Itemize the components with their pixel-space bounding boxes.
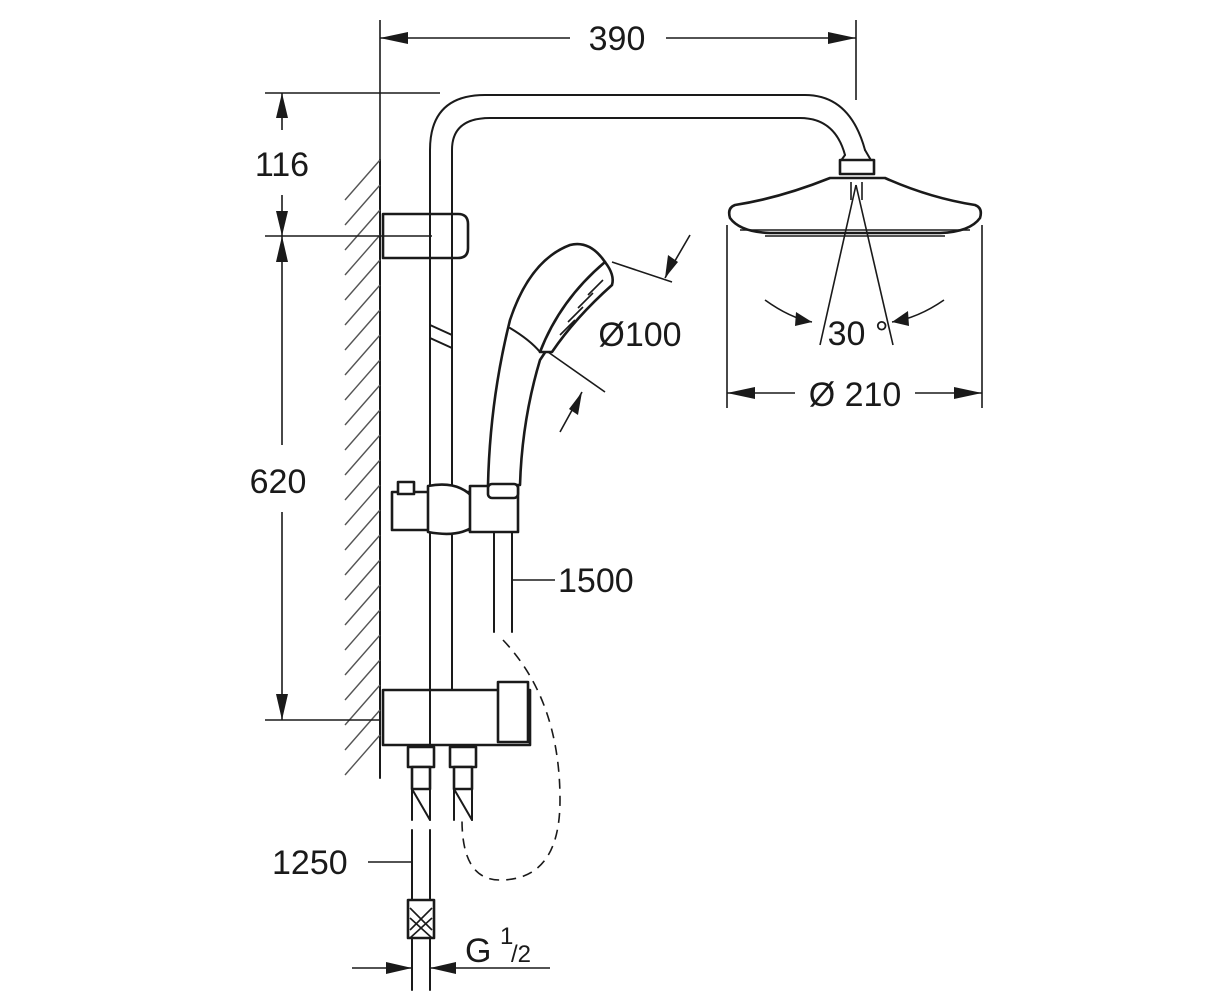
dimension-620-label: 620 <box>250 463 307 501</box>
dimension-116 <box>265 92 440 237</box>
dimension-390-label: 390 <box>589 20 646 58</box>
riser-inner-line <box>451 117 846 691</box>
wall-hatching <box>344 159 381 776</box>
riser-joint <box>429 324 453 349</box>
thread-label-sup: 1 <box>500 923 513 950</box>
thread-label-main: G <box>465 932 491 970</box>
head-swivel <box>838 158 876 176</box>
hose-1500-label: 1500 <box>558 562 634 600</box>
riser-pipe <box>429 94 873 691</box>
spray-angle <box>764 182 945 346</box>
slider-holder <box>390 480 520 536</box>
dimension-hand-diameter <box>547 234 691 433</box>
dimension-head-diameter <box>726 225 983 408</box>
hose-1250-label: 1250 <box>272 844 348 882</box>
riser-outer-line <box>429 94 866 691</box>
hose-nut <box>406 898 436 940</box>
dimension-620 <box>265 236 380 721</box>
head-shower <box>727 158 983 237</box>
hand-shower-diameter-label: Ø100 <box>598 316 681 354</box>
bottom-connectors <box>406 745 478 821</box>
dimension-thread <box>352 962 550 974</box>
spray-angle-label: 30 ° <box>828 315 889 353</box>
head-diameter-label: Ø 210 <box>809 376 902 414</box>
thread-label-sub: /2 <box>511 941 531 968</box>
dimension-116-label: 116 <box>255 146 309 184</box>
hand-shower <box>486 242 614 500</box>
supply-hose <box>406 829 436 991</box>
dimension-390 <box>379 20 857 160</box>
mixer-body <box>381 680 532 747</box>
hand-shower-hose <box>461 531 561 881</box>
wall <box>344 159 381 779</box>
